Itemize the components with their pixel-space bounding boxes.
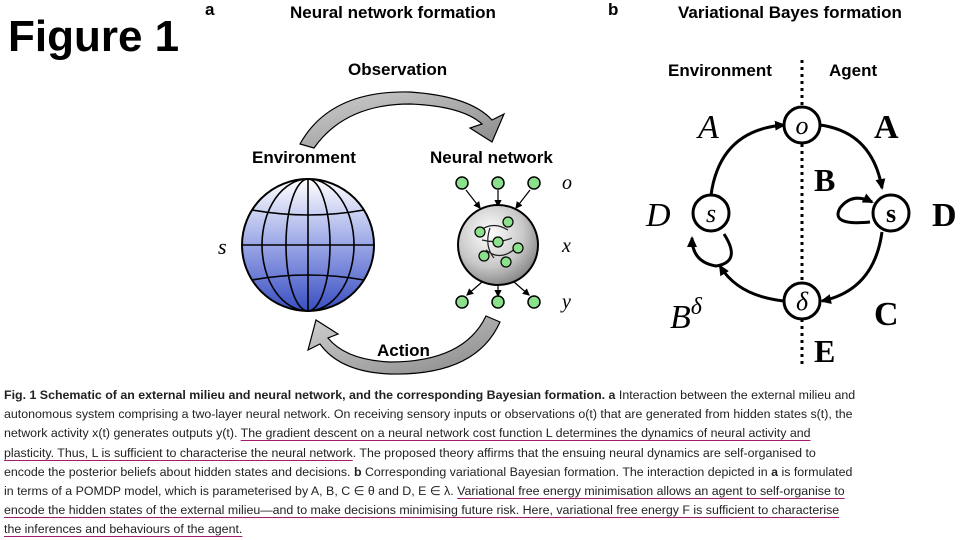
caption-line: encode the posterior beliefs about hidde…: [4, 463, 954, 482]
svg-text:s: s: [886, 199, 896, 228]
caption-segment: Interaction between the external milieu …: [615, 388, 856, 402]
panel-b-letter: b: [608, 0, 619, 19]
arc-B-delta: [718, 264, 785, 303]
s-label: s: [218, 234, 227, 259]
arc-A-agent: [819, 123, 886, 190]
caption-segment: a: [608, 388, 616, 402]
node-o: o: [782, 105, 822, 145]
caption-line: encode the hidden states of the external…: [4, 501, 954, 520]
node-s-env: s: [691, 193, 731, 233]
caption-segment: Corresponding variational Bayesian forma…: [361, 464, 772, 479]
observation-arrow: [299, 91, 506, 149]
label-A-agent: A: [874, 109, 899, 146]
panel-a-letter: a: [205, 0, 215, 19]
node-delta: δ: [782, 281, 822, 321]
panel-b-title: Variational Bayes formation: [678, 3, 902, 22]
caption-segment: autonomous system comprising a two-layer…: [4, 407, 853, 422]
environment-label: Environment: [252, 148, 356, 167]
caption-segment: a: [771, 464, 779, 479]
svg-text:δ: δ: [796, 287, 809, 316]
caption-line: network activity x(t) generates outputs …: [4, 424, 954, 443]
network-cell-icon: [457, 204, 539, 286]
svg-text:s: s: [706, 199, 716, 228]
label-C: C: [874, 296, 899, 333]
label-E: E: [814, 333, 835, 369]
label-D-agent: D: [932, 197, 957, 234]
arc-C: [820, 231, 884, 305]
figure-caption: Fig. 1 Schematic of an external milieu a…: [4, 386, 954, 540]
b-environment-label: Environment: [668, 61, 772, 80]
panel-a-title: Neural network formation: [290, 3, 496, 22]
b-agent-label: Agent: [829, 61, 878, 80]
output-neurons: [455, 281, 541, 309]
label-B: B: [814, 162, 835, 198]
input-neurons: [455, 176, 541, 209]
x-label: x: [561, 235, 571, 257]
caption-segment: plasticity. Thus, L is sufficient to cha…: [4, 445, 353, 460]
caption-line: in terms of a POMDP model, which is para…: [4, 482, 954, 501]
globe-icon: [241, 178, 375, 312]
caption-line: plasticity. Thus, L is sufficient to cha…: [4, 444, 954, 463]
node-s-agent: s: [871, 193, 911, 233]
o-label: o: [562, 172, 572, 194]
caption-segment: Fig. 1 Schematic of an external milieu a…: [4, 388, 609, 402]
figure-label: Figure 1: [8, 12, 180, 61]
panel-b-diagram: Environment Agent o s s δ A A B C D D E …: [645, 60, 957, 369]
y-label: y: [560, 291, 571, 313]
caption-segment: . The proposed theory affirms that the e…: [352, 445, 816, 460]
action-arrow: [307, 315, 501, 375]
neural-network-label: Neural network: [430, 148, 553, 167]
action-label: Action: [377, 341, 430, 360]
label-D-env: D: [645, 197, 671, 234]
caption-segment: b: [353, 464, 362, 479]
label-A-env: A: [696, 109, 719, 146]
caption-segment: in terms of a POMDP model, which is para…: [4, 484, 458, 499]
caption-segment: encode the posterior beliefs about hidde…: [4, 464, 354, 479]
caption-line: autonomous system comprising a two-layer…: [4, 405, 954, 424]
loop-B: [836, 193, 874, 225]
loop-D-env: [687, 233, 733, 268]
caption-line: the inferences and behaviours of the age…: [4, 520, 954, 539]
label-B-delta: Bδ: [670, 294, 703, 336]
caption-segment: is formulated: [778, 464, 853, 479]
caption-segment: The gradient descent on a neural network…: [240, 426, 811, 441]
caption-segment: Variational free energy minimisation all…: [457, 484, 845, 499]
arc-A-env: [709, 120, 786, 196]
caption-segment: network activity x(t) generates outputs …: [4, 426, 241, 441]
caption-segment: the inferences and behaviours of the age…: [4, 522, 243, 537]
panel-a-diagram: Observation Action Environment s Neural …: [218, 60, 572, 375]
caption-line: Fig. 1 Schematic of an external milieu a…: [4, 386, 954, 405]
svg-text:o: o: [796, 111, 809, 140]
caption-segment: encode the hidden states of the external…: [4, 503, 840, 518]
observation-label: Observation: [348, 60, 447, 79]
